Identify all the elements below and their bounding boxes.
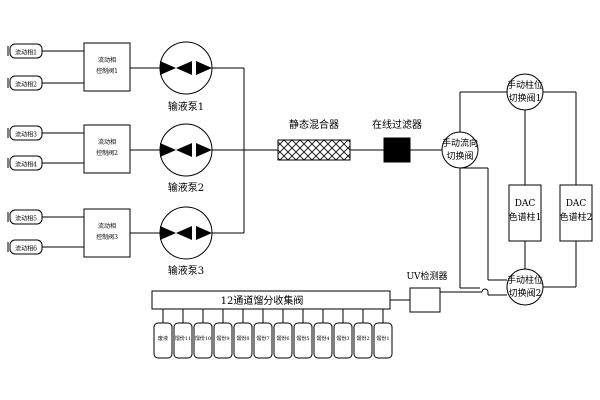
pump-3: 输液泵3 [159, 206, 213, 277]
mobile-phase-bottle-5: 流动相5 [7, 209, 43, 225]
static-mixer-label: 静态混合器 [289, 118, 339, 131]
proportional-valve-3: 流动相 控制阀3 [83, 208, 131, 258]
column-valve-label-line1: 手动柱位 [507, 79, 543, 91]
pump-label: 输液泵1 [168, 100, 204, 113]
valve-label-line2: 控制阀3 [96, 233, 118, 241]
fraction-label: 馏份11 [175, 335, 191, 342]
fraction-label: 馏份8 [236, 335, 249, 342]
proportional-valve-2: 流动相 控制阀2 [83, 124, 131, 174]
fraction-vessel-6: 馏份6 [273, 322, 293, 359]
manual-flow-valve: 手动流向 切换阀 [441, 131, 479, 169]
pump-label: 输液泵3 [168, 264, 204, 277]
fraction-label: 馏份9 [216, 335, 229, 342]
fraction-label: 馏份3 [336, 335, 349, 342]
dac-column-1: DAC 色谱柱1 [508, 184, 542, 242]
mobile-phase-label: 流动相3 [15, 131, 37, 139]
pump-manifold-lines [212, 67, 278, 234]
mobile-phase-bottle-6: 流动相6 [7, 239, 43, 255]
fraction-label: 馏份6 [276, 335, 289, 342]
valve-label-line1: 流动相 [98, 138, 116, 146]
mobile-phase-label: 流动相4 [15, 161, 37, 169]
fraction-vessel-2: 馏份2 [353, 322, 373, 359]
column-loop-lines [440, 91, 577, 296]
uv-detector-label: UV检测器 [406, 270, 447, 282]
proportional-valve-1: 流动相 控制阀1 [83, 42, 131, 92]
fraction-vessel-1: 馏份1 [373, 322, 393, 359]
fraction-vessel-11: 馏份11 [173, 322, 193, 359]
valve-pump-lines [130, 67, 160, 234]
pump-2: 输液泵2 [159, 123, 213, 194]
fraction-vessel-10: 馏份10 [193, 322, 213, 359]
fraction-vessel-8: 馏份8 [233, 322, 253, 359]
inline-filter-label: 在线过滤器 [372, 118, 422, 131]
column-valve-2: 手动柱位 切换阀2 [506, 268, 544, 306]
fraction-label: 馏份4 [316, 335, 329, 342]
valve-label-line1: 流动相 [98, 222, 116, 230]
mobile-phase-bottle-2: 流动相2 [7, 75, 43, 91]
fraction-vessel-9: 馏份9 [213, 322, 233, 359]
fraction-collector-valve: 12通道馏分收集阀 [151, 290, 391, 310]
column-valve-1: 手动柱位 切换阀1 [506, 73, 544, 111]
fraction-label: 馏份2 [356, 335, 369, 342]
mobile-phase-bottle-3: 流动相3 [7, 125, 43, 141]
manual-flow-valve-label-line1: 手动流向 [442, 137, 478, 149]
pump-label: 输液泵2 [168, 181, 204, 194]
fraction-collector-label: 12通道馏分收集阀 [221, 294, 304, 307]
column-label-line2: 色谱柱1 [509, 211, 542, 223]
fraction-label: 馏份10 [195, 335, 211, 342]
fraction-vessel-3: 馏份3 [333, 322, 353, 359]
valve-label-line2: 控制阀2 [96, 149, 118, 157]
column-label-line1: DAC [515, 199, 536, 209]
column-valve-label-line2: 切换阀2 [509, 287, 542, 299]
manual-flow-valve-label-line2: 切换阀 [446, 150, 473, 162]
pump-1: 输液泵1 [159, 41, 213, 113]
column-valve-label-line1: 手动柱位 [507, 274, 543, 286]
mobile-phase-label: 流动相1 [15, 49, 37, 57]
bottle-connector-lines [42, 50, 84, 248]
mobile-phase-bottle-4: 流动相4 [7, 155, 43, 171]
column-label-line1: DAC [566, 199, 587, 209]
fraction-label: 馏份1 [376, 335, 389, 342]
fraction-vessel-4: 馏份4 [313, 322, 333, 359]
waste-label: 废液 [158, 335, 168, 342]
valve-label-line2: 控制阀1 [96, 67, 118, 75]
mobile-phase-label: 流动相6 [15, 245, 37, 253]
waste-vessel: 废液 [153, 322, 173, 359]
collection-vessels [162, 309, 384, 323]
inline-filter: 在线过滤器 [372, 118, 422, 163]
mobile-phase-bottle-1: 流动相1 [7, 43, 43, 59]
fraction-label: 馏份5 [296, 335, 309, 342]
fraction-vessel-7: 馏份7 [253, 322, 273, 359]
column-valve-label-line2: 切换阀1 [509, 92, 542, 104]
uv-detector: UV检测器 [406, 270, 448, 313]
dac-column-2: DAC 色谱柱2 [559, 184, 593, 242]
mobile-phase-label: 流动相5 [15, 215, 37, 223]
fraction-label: 馏份7 [256, 335, 269, 342]
static-mixer: 静态混合器 [277, 118, 351, 161]
fraction-vessel-5: 馏份5 [293, 322, 313, 359]
mobile-phase-label: 流动相2 [15, 81, 37, 89]
valve-label-line1: 流动相 [98, 56, 116, 64]
column-label-line2: 色谱柱2 [560, 211, 593, 223]
